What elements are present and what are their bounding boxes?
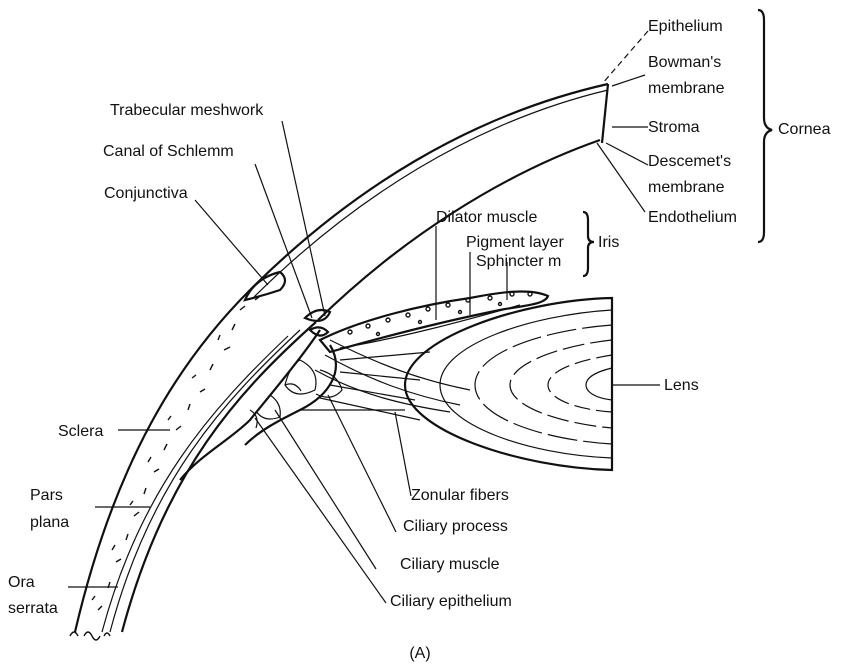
- label-descemets-membrane-line2: membrane: [648, 179, 725, 196]
- sclera-shape: [70, 272, 316, 640]
- cornea-brace: [758, 10, 772, 242]
- label-ciliary-muscle: Ciliary muscle: [400, 556, 500, 573]
- label-trabecular-meshwork: Trabecular meshwork: [110, 102, 264, 119]
- label-sclera: Sclera: [58, 423, 103, 440]
- label-epithelium: Epithelium: [648, 18, 723, 35]
- label-lens: Lens: [664, 377, 699, 394]
- label-ciliary-epithelium: Ciliary epithelium: [390, 593, 512, 610]
- zonular-fibers-shape: [300, 352, 430, 420]
- ora-serrata-marks: [70, 632, 110, 640]
- label-sphincter-m: Sphincter m: [476, 253, 561, 270]
- label-conjunctiva: Conjunctiva: [104, 185, 188, 202]
- label-pars-plana: Pars: [30, 487, 63, 504]
- label-bowmans-membrane-line2: membrane: [648, 80, 725, 97]
- label-ciliary-process: Ciliary process: [403, 518, 508, 535]
- label-canal-of-schlemm: Canal of Schlemm: [103, 143, 234, 160]
- label-stroma: Stroma: [648, 119, 700, 136]
- label-iris: Iris: [598, 234, 619, 251]
- label-ora-serrata: Ora: [8, 574, 35, 591]
- iris-brace: [583, 212, 594, 276]
- label-descemets-membrane: Descemet's: [648, 153, 731, 170]
- figure-caption: (A): [409, 645, 430, 662]
- cornea-shape: [250, 84, 608, 320]
- sclera-texture: [92, 297, 259, 610]
- label-bowmans-membrane: Bowman's: [648, 54, 721, 71]
- label-pars-plana-line2: plana: [30, 514, 69, 531]
- label-dilator-muscle: Dilator muscle: [436, 209, 537, 226]
- label-zonular-fibers: Zonular fibers: [411, 487, 509, 504]
- label-pigment-layer: Pigment layer: [466, 234, 564, 251]
- label-cornea: Cornea: [778, 121, 831, 138]
- iris-shape: [320, 292, 548, 352]
- label-endothelium: Endothelium: [648, 209, 737, 226]
- angle-structures: [305, 310, 330, 336]
- label-ora-serrata-line2: serrata: [8, 600, 58, 617]
